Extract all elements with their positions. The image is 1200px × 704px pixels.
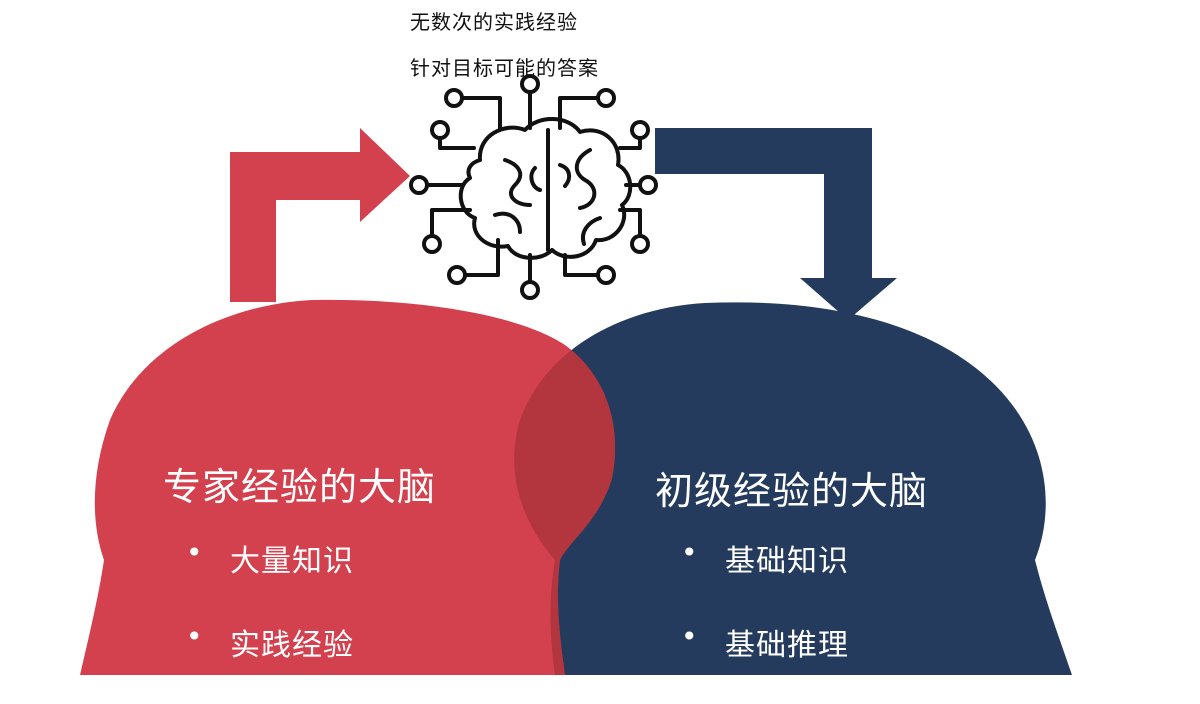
bullet-dot: • [186,620,204,653]
diagram-stage: 无数次的实践经验 针对目标可能的答案 专家经验的大脑 • 大量知识 • 实践经验… [80,10,1072,675]
bullet-text: 基础推理 [725,628,849,663]
navy-arrow [655,128,897,320]
junior-head-bullets: • 基础知识 • 基础推理 [681,536,849,704]
bullet-text: 实践经验 [230,628,354,663]
expert-head-title: 专家经验的大脑 [163,465,437,509]
bullet-dot: • [681,536,699,569]
bullet-dot: • [681,620,699,653]
junior-head-title: 初级经验的大脑 [655,469,929,513]
list-item: • 基础知识 [681,536,849,620]
diagram-canvas [80,74,1072,675]
bullet-text: 大量知识 [230,544,354,579]
expert-head-bullets: • 大量知识 • 实践经验 [186,536,354,704]
bullet-dot: • [186,536,204,569]
brain-circuit-icon [409,74,658,300]
expert-head-shape [80,299,616,675]
list-item: • 基础推理 [681,620,849,704]
bullet-text: 基础知识 [725,544,849,579]
junior-head-shape [514,302,1072,675]
list-item: • 大量知识 [186,536,354,620]
brain-caption-line-2: 针对目标可能的答案 [410,56,599,80]
list-item: • 实践经验 [186,620,354,704]
brain-caption-line-1: 无数次的实践经验 [410,10,578,34]
red-arrow [230,128,410,302]
